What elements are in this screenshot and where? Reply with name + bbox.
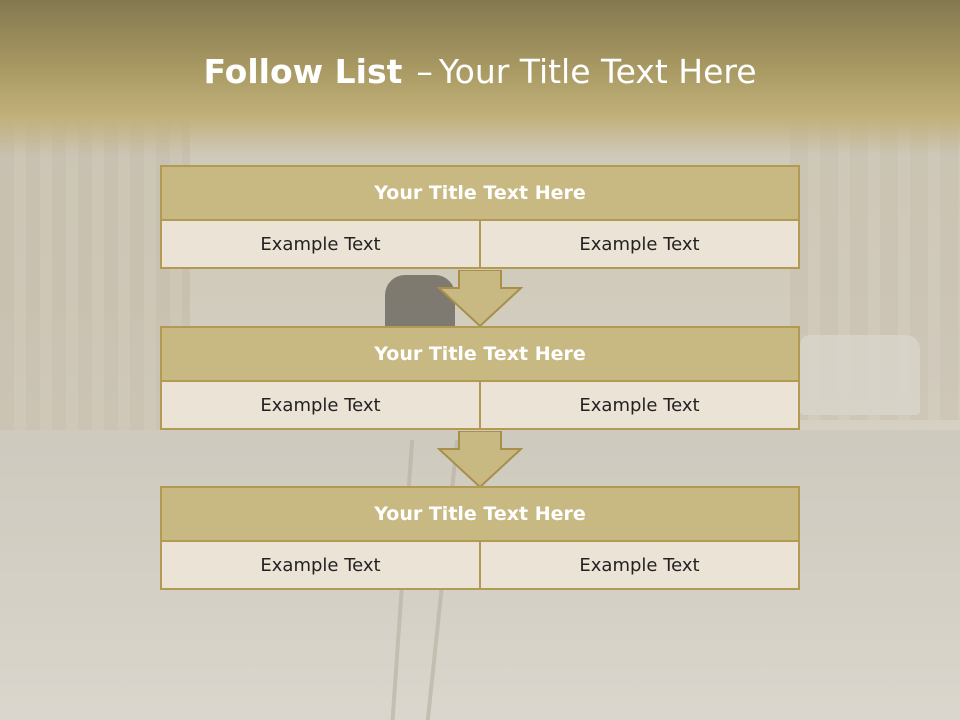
block-title: Your Title Text Here [160,326,800,382]
block-row: Example Text Example Text [160,540,800,590]
list-block-1: Your Title Text Here Example Text Exampl… [160,165,800,269]
block-cell-right: Example Text [479,540,800,590]
slide-title: Follow List–Your Title Text Here [0,52,960,91]
block-cell-left: Example Text [160,380,481,430]
slide-title-separator: – [416,52,433,91]
block-title: Your Title Text Here [160,486,800,542]
slide-title-text: Your Title Text Here [438,52,757,91]
list-block-3: Your Title Text Here Example Text Exampl… [160,486,800,590]
block-cell-left: Example Text [160,540,481,590]
down-arrow-icon [437,431,523,489]
background-van [800,335,920,415]
list-block-2: Your Title Text Here Example Text Exampl… [160,326,800,430]
block-cell-right: Example Text [479,380,800,430]
block-row: Example Text Example Text [160,219,800,269]
block-row: Example Text Example Text [160,380,800,430]
block-cell-right: Example Text [479,219,800,269]
down-arrow-icon [437,270,523,328]
slide-title-bold: Follow List [203,52,403,91]
background-building-left [0,120,190,450]
title-band [0,0,960,155]
block-title: Your Title Text Here [160,165,800,221]
block-cell-left: Example Text [160,219,481,269]
